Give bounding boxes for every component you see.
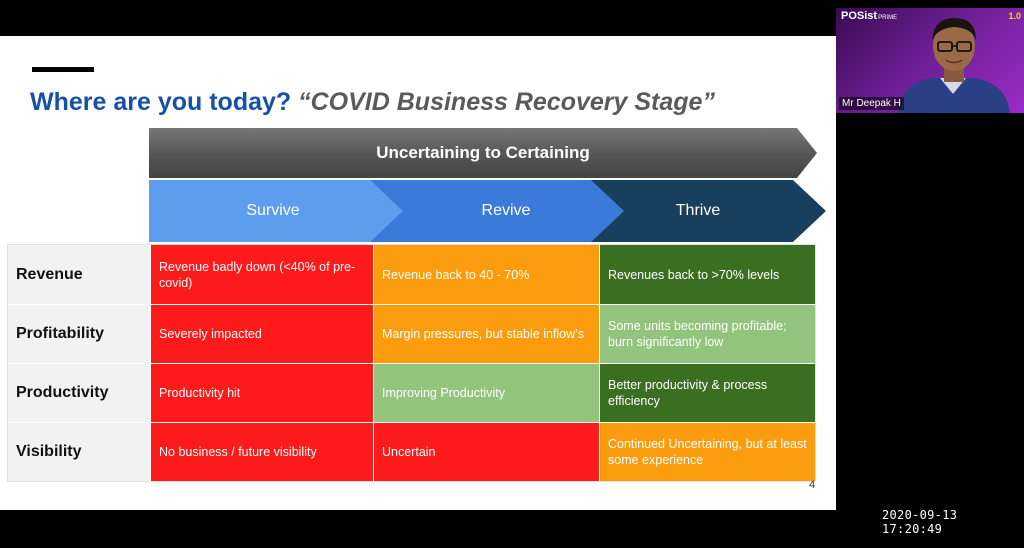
slide-page-number: 4 bbox=[809, 479, 816, 491]
stage-label: Survive bbox=[246, 202, 300, 219]
title-accent-bar bbox=[32, 67, 94, 72]
row-header-profitability: Profitability bbox=[8, 305, 150, 363]
table-cell: Productivity hit bbox=[151, 364, 373, 422]
table-cell: Improving Productivity bbox=[374, 364, 599, 422]
table-cell: Margin pressures, but stable inflow’s bbox=[374, 305, 599, 363]
stage-survive-chevron: Survive bbox=[149, 180, 403, 242]
table-cell: Continued Uncertaining, but at least som… bbox=[600, 423, 815, 481]
table-cell: Revenue back to 40 - 70% bbox=[374, 245, 599, 304]
row-header-revenue: Revenue bbox=[8, 245, 150, 304]
recording-timestamp: 2020-09-13 17:20:49 bbox=[882, 508, 958, 536]
slide-title-quote: “COVID Business Recovery Stage” bbox=[298, 88, 715, 116]
slide-title-main: Where are you today? bbox=[30, 88, 292, 116]
table-cell: No business / future visibility bbox=[151, 423, 373, 481]
row-header-visibility: Visibility bbox=[8, 423, 150, 481]
uncertaining-banner-arrow: Uncertaining to Certaining bbox=[149, 128, 817, 178]
recovery-stage-table: Revenue Revenue badly down (<40% of pre-… bbox=[7, 244, 816, 482]
table-cell: Severely impacted bbox=[151, 305, 373, 363]
brand-logo: POSistPRIME bbox=[841, 10, 898, 22]
banner-label: Uncertaining to Certaining bbox=[376, 143, 590, 162]
corner-badge: 1.0 bbox=[1008, 11, 1021, 21]
participant-video-tile[interactable]: POSistPRIME 1.0 Mr Deepak H bbox=[836, 8, 1024, 113]
row-header-productivity: Productivity bbox=[8, 364, 150, 422]
participant-name: Mr Deepak H bbox=[839, 97, 904, 110]
table-cell: Better productivity & process efficiency bbox=[600, 364, 815, 422]
stage-label: Revive bbox=[481, 202, 531, 219]
table-cell: Uncertain bbox=[374, 423, 599, 481]
participant-avatar bbox=[898, 18, 1010, 113]
table-cell: Some units becoming profitable; burn sig… bbox=[600, 305, 815, 363]
presentation-slide: Where are you today? “COVID Business Rec… bbox=[0, 36, 836, 510]
table-cell: Revenues back to >70% levels bbox=[600, 245, 815, 304]
table-cell: Revenue badly down (<40% of pre-covid) bbox=[151, 245, 373, 304]
stage-thrive-chevron: Thrive bbox=[590, 180, 826, 242]
stage-revive-chevron: Revive bbox=[370, 180, 624, 242]
stage-label: Thrive bbox=[675, 202, 721, 219]
slide-title: Where are you today? “COVID Business Rec… bbox=[30, 88, 715, 116]
